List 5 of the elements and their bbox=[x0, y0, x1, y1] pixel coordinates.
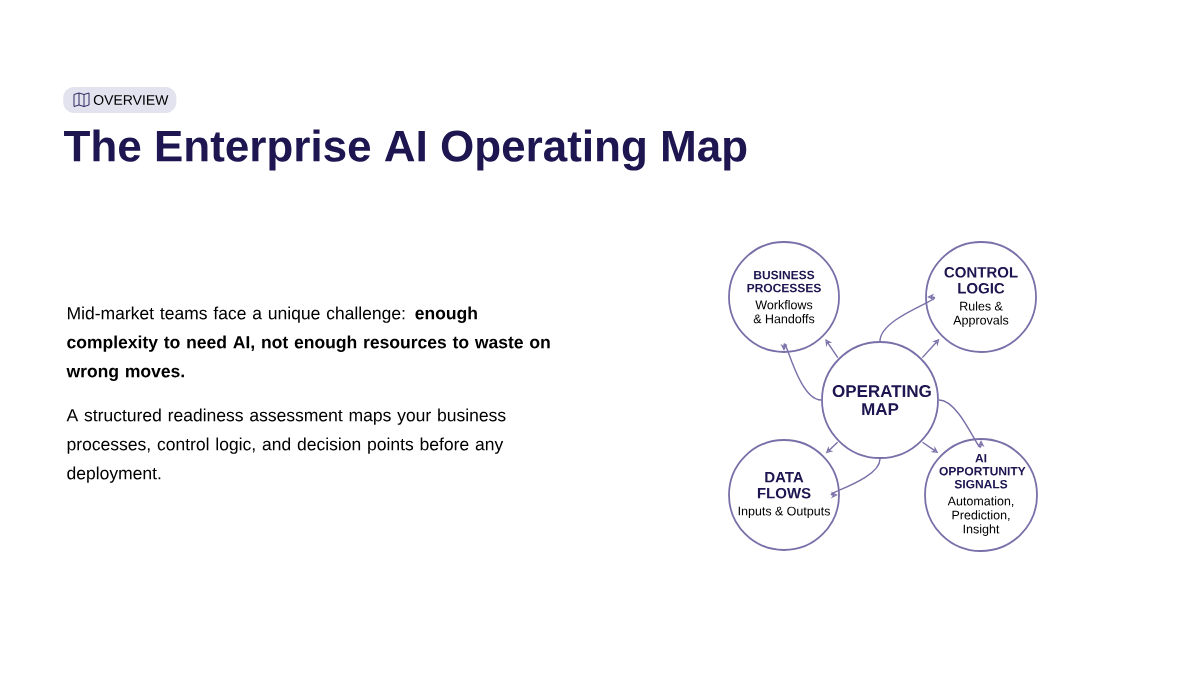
arrow bbox=[825, 339, 839, 359]
intro-paragraph: Mid-market teams face a unique challenge: enough complexity to need AI, not enough resources to waste on wrong moves. bbox=[66, 306, 550, 381]
page-title: The Enterprise AI Operating Map bbox=[64, 129, 747, 171]
body-paragraph: A structured readiness assessment maps your business processes, control logic, and decision points before any deployment. bbox=[66, 408, 506, 483]
overview-badge: OVERVIEW bbox=[63, 87, 177, 113]
